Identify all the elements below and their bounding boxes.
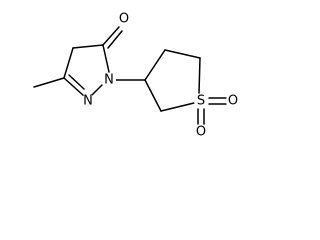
atom-sulfonyl-oxygen-bottom: O xyxy=(194,125,208,140)
bond-c5prime-s xyxy=(198,57,201,94)
bond-c4prime-c5prime xyxy=(164,49,201,59)
atom-label-ring-nitrogen-2: N xyxy=(83,94,93,109)
atom-label-sulfonyl-oxygen-bottom: O xyxy=(196,125,206,140)
bond-c5-c4 xyxy=(72,44,104,49)
bond-c3prime-c4prime xyxy=(144,49,166,81)
atom-label-sulfonyl-oxygen-right: O xyxy=(228,94,238,109)
atom-label-ring-nitrogen-1: N xyxy=(104,73,114,88)
bond-c3-methyl xyxy=(33,77,65,88)
bond-c3-n2-double xyxy=(63,74,85,97)
atom-sulfur: S xyxy=(194,94,208,109)
bond-c2prime-c3prime xyxy=(144,79,162,112)
atom-label-carbonyl-oxygen: O xyxy=(119,12,129,27)
bond-s-c2prime xyxy=(160,102,195,112)
bond-n2-n1 xyxy=(90,84,103,97)
bond-n1-c5 xyxy=(102,44,110,73)
bond-carbonyl-double xyxy=(102,26,123,49)
bond-s-o-bottom-double xyxy=(197,108,205,125)
bond-c4-c3 xyxy=(63,47,74,79)
structure-diagram: O N N S O O xyxy=(33,12,240,140)
atom-ring-nitrogen-2: N xyxy=(81,94,95,109)
atom-label-sulfur: S xyxy=(197,94,205,109)
atom-sulfonyl-oxygen-right: O xyxy=(226,94,240,109)
atom-ring-nitrogen-1: N xyxy=(102,73,116,88)
atom-carbonyl-oxygen: O xyxy=(117,12,131,27)
bond-s-o-right-double xyxy=(208,97,227,105)
